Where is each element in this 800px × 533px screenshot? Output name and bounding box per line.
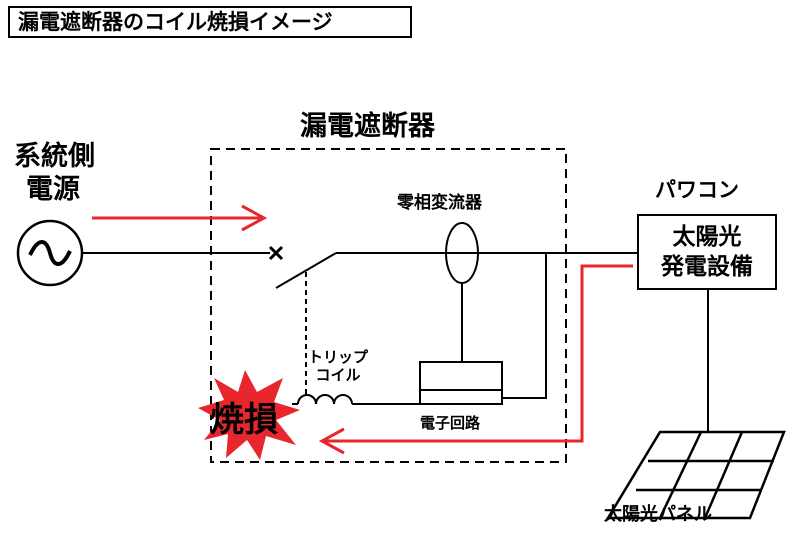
trip-coil: [297, 394, 353, 405]
breaker-enclosure: [210, 148, 567, 463]
trip-coil-label: トリップ コイル: [298, 348, 378, 384]
electronic-circuit-box: [419, 361, 503, 405]
zct-label: 零相変流器: [397, 193, 482, 213]
explosion-icon: [198, 370, 300, 460]
breaker-title: 漏電遮断器: [300, 111, 435, 142]
grid-current-arrow-head: [241, 204, 268, 232]
switch-blade: [275, 252, 337, 289]
solar-panel-icon: [605, 430, 786, 520]
grid-side-line-2: 電源: [26, 174, 80, 205]
trip-coil-line-2: コイル: [315, 366, 361, 384]
grid-side-label: 系統側 電源: [14, 140, 95, 206]
backfeed-current-arrow-shaft: [322, 264, 633, 443]
circuit-feed: [502, 253, 547, 399]
open-contact-x-icon: [268, 245, 284, 261]
grid-side-line-1: 系統側: [14, 141, 95, 172]
pcs-box: 太陽光 発電設備: [637, 214, 777, 290]
burnout-label: 焼損: [210, 400, 278, 440]
pcs-label: パワコン: [655, 178, 739, 202]
pcs-box-line-2: 発電設備: [661, 254, 753, 280]
trip-coil-line-1: トリップ: [307, 348, 368, 366]
solar-panel-label: 太陽光パネル: [604, 504, 712, 525]
pcs-box-line-1: 太陽光: [672, 224, 742, 250]
backfeed-current-arrow-head: [318, 427, 345, 455]
ac-source-icon: [16, 219, 84, 287]
electronic-circuit-label: 電子回路: [420, 414, 481, 432]
diagram-title: 漏電遮断器のコイル焼損イメージ: [8, 6, 412, 38]
